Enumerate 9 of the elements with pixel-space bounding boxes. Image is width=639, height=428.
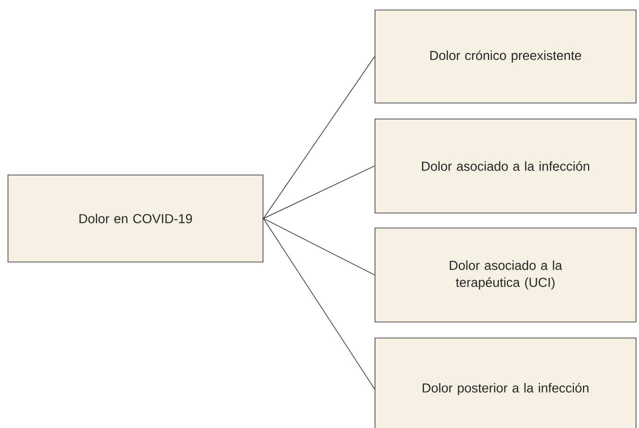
connector-line — [263, 56, 375, 219]
process-box: Dolor crónico preexistente — [374, 10, 636, 104]
connector-line — [263, 218, 375, 390]
process-box: Dolor asociado a la infección — [374, 118, 636, 214]
connector-line — [263, 166, 375, 219]
process-box: Dolor en COVID-19 — [8, 174, 264, 262]
connector-line — [263, 218, 375, 276]
process-box: Dolor asociado a la terapéutica (UCI) — [374, 228, 636, 322]
process-box: Dolor posterior a la infección — [374, 338, 636, 428]
